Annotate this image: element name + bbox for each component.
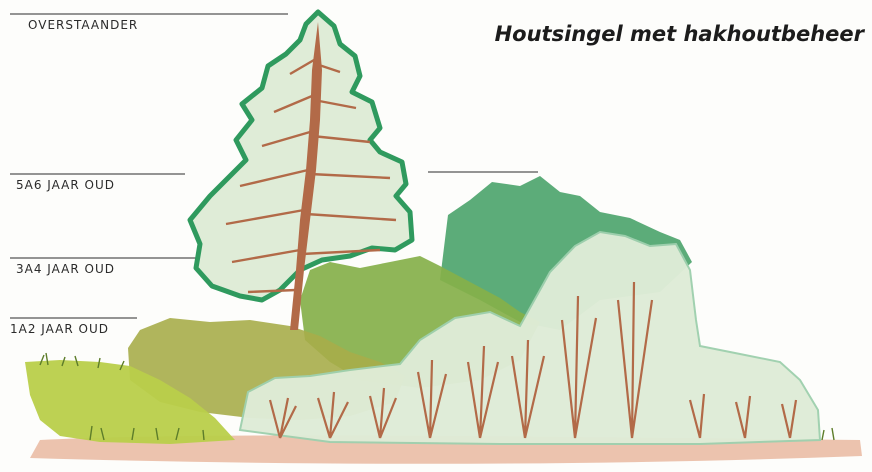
level-label-5a6: 5A6 JAAR OUD	[16, 178, 115, 192]
diagram-title: Houtsingel met hakhoutbeheer	[495, 22, 864, 46]
level-label-1a2: 1A2 JAAR OUD	[10, 322, 109, 336]
level-label-3a4: 3A4 JAAR OUD	[16, 262, 115, 276]
level-label-overstaander: OVERSTAANDER	[28, 18, 138, 32]
